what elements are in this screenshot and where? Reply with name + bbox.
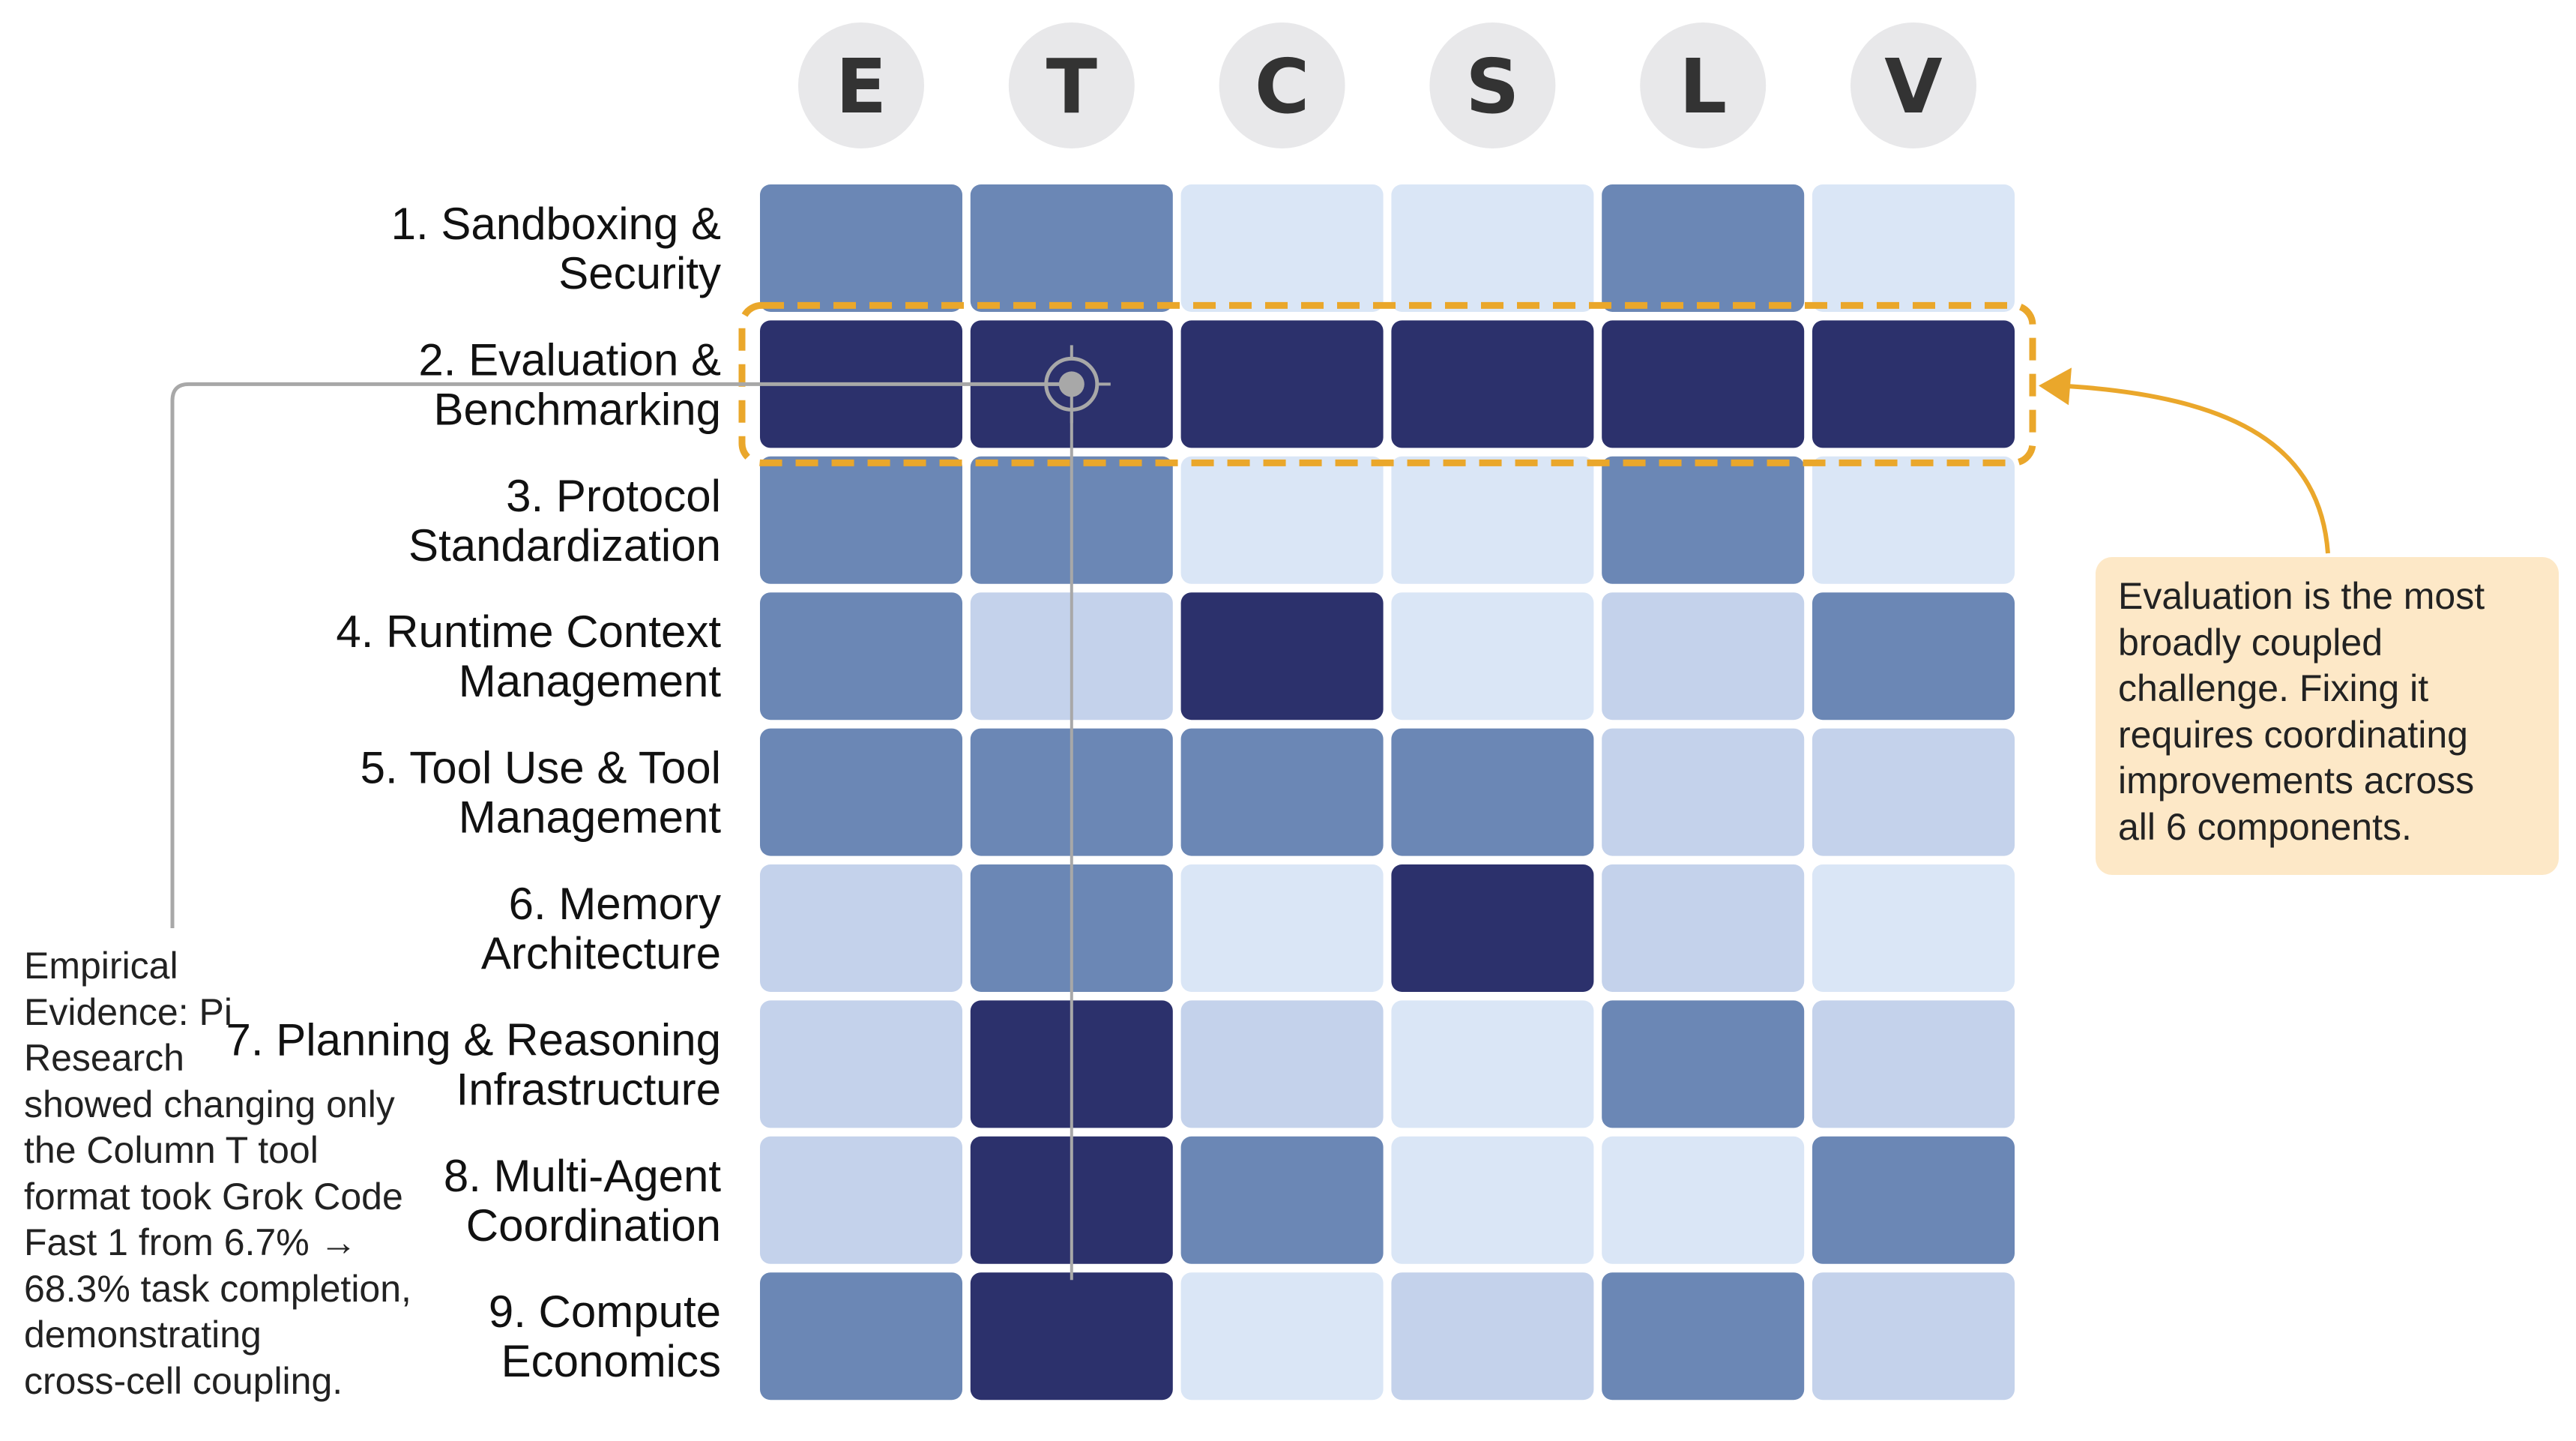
cell-r4-c <box>1180 592 1384 720</box>
cell-r4-v <box>1812 592 2015 720</box>
cell-r6-v <box>1812 864 2015 992</box>
cell-r8-v <box>1812 1136 2015 1264</box>
column-header-t: T <box>1008 22 1135 148</box>
column-header-v: V <box>1850 22 1976 148</box>
crosshair-target-icon <box>1032 345 1111 424</box>
cell-r9-t <box>970 1272 1173 1401</box>
row-label-sandboxing-and: 1. Sandboxing &Security <box>391 199 721 298</box>
column-header-letter: C <box>1255 43 1309 130</box>
cell-r2-s <box>1391 320 1594 448</box>
cell-r7-l <box>1602 1000 1805 1128</box>
cell-r3-e <box>760 456 962 584</box>
cell-r1-e <box>760 184 962 312</box>
column-header-circle <box>1008 22 1135 148</box>
cell-r1-l <box>1602 184 1805 312</box>
target-dot <box>1058 371 1085 397</box>
cell-r1-c <box>1180 184 1384 312</box>
cell-r9-l <box>1602 1272 1805 1401</box>
cell-r9-s <box>1391 1272 1594 1401</box>
cell-r8-c <box>1180 1136 1384 1264</box>
cell-r3-s <box>1391 456 1594 584</box>
cell-r8-e <box>760 1136 962 1264</box>
cell-r5-v <box>1812 728 2015 856</box>
column-header-circle <box>1219 22 1345 148</box>
callout-arrow <box>2059 383 2330 554</box>
cell-r6-e <box>760 864 962 992</box>
cell-r5-l <box>1602 728 1805 856</box>
cell-r9-v <box>1812 1272 2015 1401</box>
cell-r9-c <box>1180 1272 1384 1401</box>
cell-r2-v <box>1812 320 2015 448</box>
cell-r8-l <box>1602 1136 1805 1264</box>
cell-r5-c <box>1180 728 1384 856</box>
callout-text: Evaluation is the most broadly coupled c… <box>2118 575 2485 848</box>
cell-r8-s <box>1391 1136 1594 1264</box>
column-header-letter: V <box>1884 43 1942 130</box>
column-header-circle <box>1850 22 1976 148</box>
cell-r3-c <box>1180 456 1384 584</box>
column-header-letter: S <box>1465 43 1519 130</box>
cell-r6-l <box>1602 864 1805 992</box>
column-header-circle <box>798 22 924 148</box>
column-header-letter: T <box>1046 43 1097 130</box>
cell-r6-s <box>1391 864 1594 992</box>
column-header-l: L <box>1640 22 1767 148</box>
cell-r7-s <box>1391 1000 1594 1128</box>
cell-r6-c <box>1180 864 1384 992</box>
evidence-annotation: Empirical Evidence: Pi Research showed c… <box>24 945 411 1402</box>
callout-arrowhead-icon <box>2039 367 2072 406</box>
column-header-letter: L <box>1679 43 1727 130</box>
cell-r4-l <box>1602 592 1805 720</box>
cell-r7-v <box>1812 1000 2015 1128</box>
column-header-e: E <box>798 22 924 148</box>
column-header-letter: E <box>836 43 887 130</box>
cell-r7-c <box>1180 1000 1384 1128</box>
cell-r2-l <box>1602 320 1805 448</box>
heatmap-cells <box>760 184 2015 1401</box>
cell-r7-e <box>760 1000 962 1128</box>
cell-r5-s <box>1391 728 1594 856</box>
evidence-connector-line <box>170 382 1072 928</box>
cell-r9-e <box>760 1272 962 1401</box>
column-header-circle <box>1640 22 1767 148</box>
cell-r3-v <box>1812 456 2015 584</box>
cell-r4-s <box>1391 592 1594 720</box>
cell-r4-e <box>760 592 962 720</box>
column-header-circle <box>1429 22 1556 148</box>
cell-r1-s <box>1391 184 1594 312</box>
cell-r3-l <box>1602 456 1805 584</box>
cell-r1-v <box>1812 184 2015 312</box>
evaluation-callout: Evaluation is the most broadly coupled c… <box>2096 557 2559 875</box>
cell-r1-t <box>970 184 1173 312</box>
column-header-s: S <box>1429 22 1556 148</box>
row-labels: 1. Sandboxing &Security 2. Evaluation &Be… <box>226 199 722 1386</box>
row-label-evaluation-and: 2. Evaluation &Benchmarking <box>418 334 721 434</box>
cell-r5-e <box>760 728 962 856</box>
column-header-c: C <box>1219 22 1345 148</box>
cell-r2-c <box>1180 320 1384 448</box>
